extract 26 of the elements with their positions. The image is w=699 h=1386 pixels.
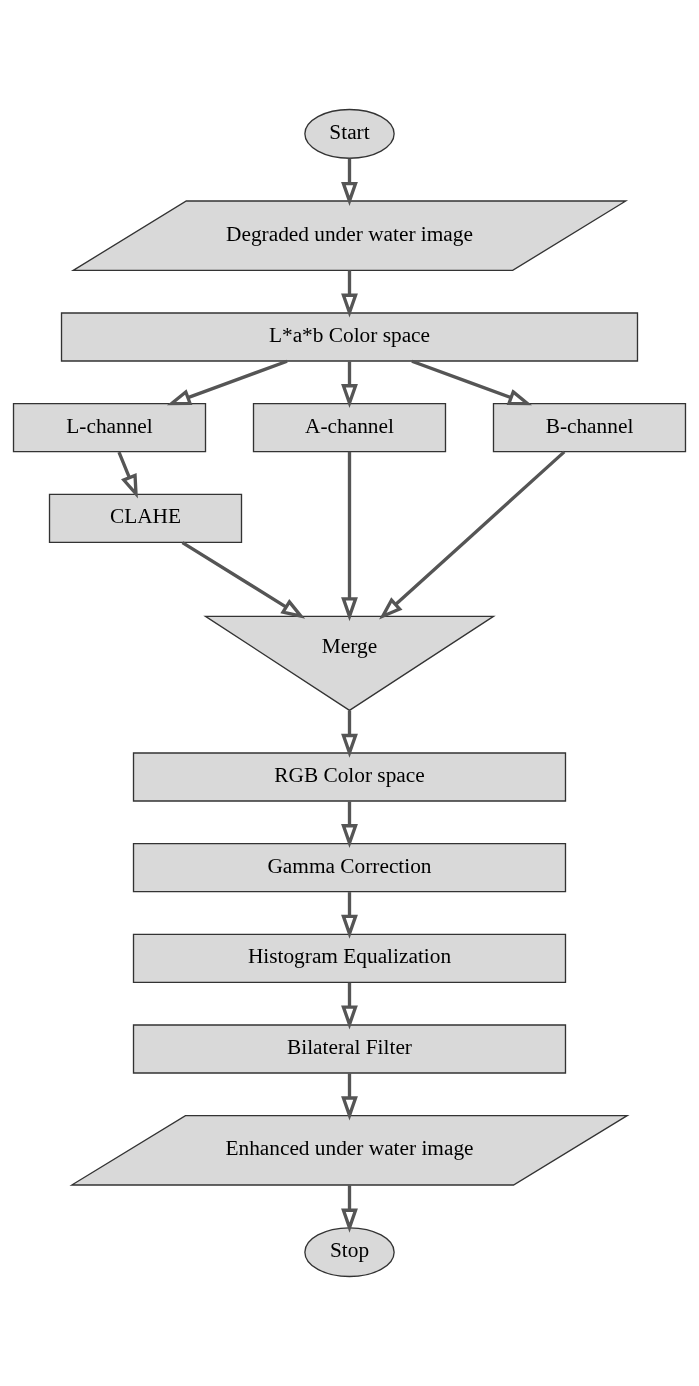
arrow [341,1073,358,1121]
arrow [341,158,358,206]
arrow [117,451,138,499]
arrow [166,359,288,406]
node-box: Gamma Correction [132,843,567,893]
node-box: L-channel [12,403,207,453]
arrow [341,801,358,849]
arrow [341,451,358,622]
arrow [411,359,533,406]
node-box: CLAHE [48,493,243,543]
node-box: Bilateral Filter [132,1024,567,1074]
arrow [341,892,358,939]
node-ellipse: Start [304,108,395,159]
arrow [341,982,358,1030]
node-box: A-channel [252,403,447,453]
arrow [379,450,566,620]
node-box: B-channel [492,403,687,453]
node-box: Histogram Equalization [132,933,567,983]
arrow [341,1185,358,1233]
node-box: L*a*b Color space [60,312,639,362]
arrow [341,270,358,318]
node-ellipse: Stop [304,1227,395,1278]
arrow [341,361,358,409]
arrow [341,710,358,758]
node-box: RGB Color space [132,752,567,802]
arrow [181,541,306,619]
